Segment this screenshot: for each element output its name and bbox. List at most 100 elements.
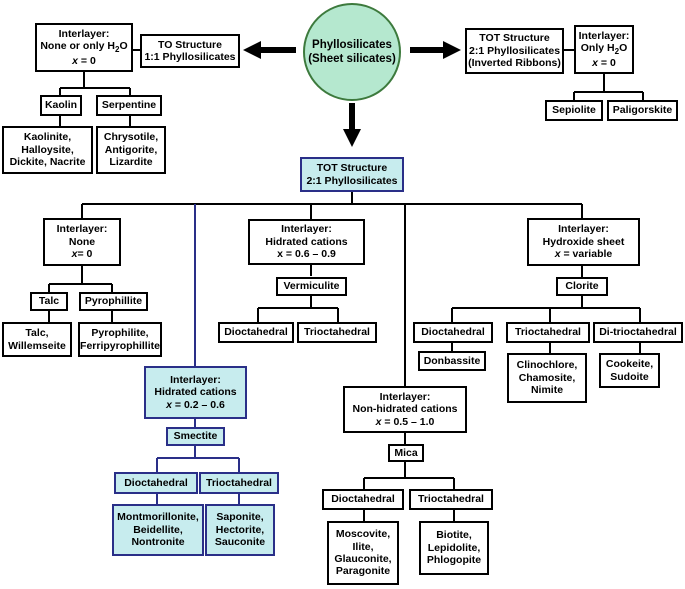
talc-member: Willemseite xyxy=(8,339,66,352)
smectite-tri-members-box: Saponite, Hectorite, Sauconite xyxy=(205,504,275,556)
root-title: Phyllosilicates xyxy=(312,38,392,51)
smectite-interlayer-x: x = 0.2 – 0.6 xyxy=(166,399,225,411)
hydroxide-interlayer-value: Hydroxide sheet xyxy=(542,235,625,248)
tot-title: TOT Structure xyxy=(316,162,388,175)
clorite-trioctahedral-box: Trioctahedral xyxy=(506,322,590,343)
tot-ribbon-type: 2:1 Phyllosilicates xyxy=(468,44,561,57)
smectite-label: Smectite xyxy=(173,430,218,443)
tot-ribbon-title: TOT Structure xyxy=(479,32,550,45)
serpentine-label: Serpentine xyxy=(101,99,157,112)
paligorskite-box: Paligorskite xyxy=(607,100,678,121)
tot-ribbon-interlayer-box: Interlayer: Only H2O x = 0 xyxy=(574,25,634,74)
smectite-tri-member: Saponite, xyxy=(216,511,264,524)
hydrated-interlayer-label: Interlayer: xyxy=(281,223,332,236)
tot-ribbon-interlayer-text-end: O xyxy=(619,42,628,55)
root-subtitle: (Sheet silicates) xyxy=(308,53,396,65)
tot-type: 2:1 Phyllosilicates xyxy=(306,174,398,187)
pyro-member: Pyrophilite, xyxy=(91,327,149,340)
talc-box: Talc xyxy=(30,292,68,311)
mica-interlayer-x-var: x xyxy=(375,415,382,428)
mica-di-members-box: Moscovite, Ilite, Glauconite, Paragonite xyxy=(327,521,399,585)
vermiculite-dioctahedral-box: Dioctahedral xyxy=(218,322,294,343)
tot-ribbon-interlayer-sub: 2 xyxy=(614,47,620,57)
to-interlayer-x-eq: = 0 xyxy=(78,54,96,67)
none-interlayer-x-eq: = 0 xyxy=(77,248,93,261)
none-interlayer-box: Interlayer: None x= 0 xyxy=(43,218,121,266)
clorite-di-trioctahedral-label: Di-trioctahedral xyxy=(599,326,677,339)
to-interlayer-x: x = 0 xyxy=(72,55,96,67)
sepiolite-box: Sepiolite xyxy=(545,100,603,121)
kaolin-box: Kaolin xyxy=(40,95,82,116)
vermiculite-box: Vermiculite xyxy=(276,277,347,296)
serpentine-box: Serpentine xyxy=(96,95,162,116)
clorite-di-members-box: Donbassite xyxy=(418,351,486,371)
clorite-ditri-member: Sudoite xyxy=(610,370,649,383)
smectite-di-member: Montmorillonite, xyxy=(117,511,199,524)
clorite-trioctahedral-label: Trioctahedral xyxy=(515,326,581,339)
to-interlayer-x-var: x xyxy=(72,54,79,67)
tot-ribbon-interlayer-x: x = 0 xyxy=(592,57,616,69)
mica-di-member: Glauconite, xyxy=(334,553,392,565)
smectite-di-member: Nontronite xyxy=(131,536,185,549)
clorite-dioctahedral-label: Dioctahedral xyxy=(421,326,485,339)
mica-tri-member: Lepidolite, xyxy=(427,541,481,554)
mica-label: Mica xyxy=(394,446,418,459)
hydroxide-interlayer-x-var: x xyxy=(554,248,561,261)
mica-trioctahedral-label: Trioctahedral xyxy=(418,493,484,506)
mica-box: Mica xyxy=(388,444,424,462)
serpentine-member: Chrysotile, xyxy=(103,131,159,144)
tot-ribbon-interlayer-label: Interlayer: xyxy=(578,29,630,42)
hydroxide-interlayer-box: Interlayer: Hydroxide sheet x = variable xyxy=(527,218,640,266)
pyrophillite-members-box: Pyrophilite, Ferripyrophillite xyxy=(78,322,162,357)
mica-interlayer-box: Interlayer: Non-hidrated cations x = 0.5… xyxy=(343,386,467,433)
smectite-trioctahedral-label: Trioctahedral xyxy=(206,476,272,489)
kaolin-member: Halloysite, xyxy=(21,143,74,156)
mica-di-member: Ilite, xyxy=(352,540,374,553)
hydroxide-interlayer-x: x = variable xyxy=(555,248,613,260)
smectite-dioctahedral-label: Dioctahedral xyxy=(124,476,188,489)
serpentine-member: Lizardite xyxy=(109,156,153,169)
pyro-member: Ferripyrophillite xyxy=(80,339,160,352)
smectite-interlayer-label: Interlayer: xyxy=(170,373,221,386)
talc-label: Talc xyxy=(38,295,60,308)
serpentine-members-box: Chrysotile, Antigorite, Lizardite xyxy=(96,126,166,174)
mica-tri-member: Biotite, xyxy=(436,529,472,542)
clorite-tri-member: Chamosite, xyxy=(518,371,576,384)
mica-tri-members-box: Biotite, Lepidolite, Phlogopite xyxy=(419,521,489,575)
clorite-dioctahedral-box: Dioctahedral xyxy=(413,322,493,343)
to-interlayer-text: None or only H xyxy=(40,40,116,53)
clorite-di-member: Donbassite xyxy=(423,354,481,367)
tot-ribbon-interlayer-x-var: x xyxy=(592,56,599,69)
kaolin-members-box: Kaolinite, Halloysite, Dickite, Nacrite xyxy=(2,126,93,174)
mica-interlayer-label: Interlayer: xyxy=(379,390,431,403)
phyllosilicates-root: Phyllosilicates (Sheet silicates) xyxy=(303,3,401,101)
smectite-di-members-box: Montmorillonite, Beidellite, Nontronite xyxy=(112,504,204,556)
smectite-interlayer-value: Hidrated cations xyxy=(154,386,237,399)
smectite-box: Smectite xyxy=(166,427,225,446)
none-interlayer-label: Interlayer: xyxy=(56,223,108,236)
hydroxide-interlayer-x-eq: = variable xyxy=(560,248,613,261)
clorite-ditri-members-box: Cookeite, Sudoite xyxy=(599,353,660,388)
vermiculite-trioctahedral-label: Trioctahedral xyxy=(304,326,370,339)
clorite-tri-member: Clinochlore, xyxy=(516,359,578,372)
smectite-dioctahedral-box: Dioctahedral xyxy=(114,472,198,494)
mica-trioctahedral-box: Trioctahedral xyxy=(409,489,493,510)
sepiolite-label: Sepiolite xyxy=(552,104,596,117)
to-interlayer-label: Interlayer: xyxy=(58,27,110,40)
tot-ribbon-interlayer-text: Only H xyxy=(580,42,615,55)
none-interlayer-x: x= 0 xyxy=(72,248,93,260)
tot-ribbon-structure-box: TOT Structure 2:1 Phyllosilicates (Inver… xyxy=(465,28,564,74)
kaolin-member: Kaolinite, xyxy=(23,131,72,144)
smectite-di-member: Beidellite, xyxy=(133,523,183,536)
to-interlayer-box: Interlayer: None or only H2O x = 0 xyxy=(35,23,133,72)
mica-interlayer-x: x = 0.5 – 1.0 xyxy=(376,416,435,428)
clorite-box: Clorite xyxy=(556,277,608,296)
mica-dioctahedral-label: Dioctahedral xyxy=(331,493,395,506)
mica-interlayer-x-eq: = 0.5 – 1.0 xyxy=(381,415,435,428)
mica-interlayer-value: Non-hidrated cations xyxy=(352,403,458,416)
tot-ribbon-interlayer-value: Only H2O xyxy=(581,42,627,57)
mica-dioctahedral-box: Dioctahedral xyxy=(322,489,404,510)
to-interlayer-sub: 2 xyxy=(115,45,120,55)
